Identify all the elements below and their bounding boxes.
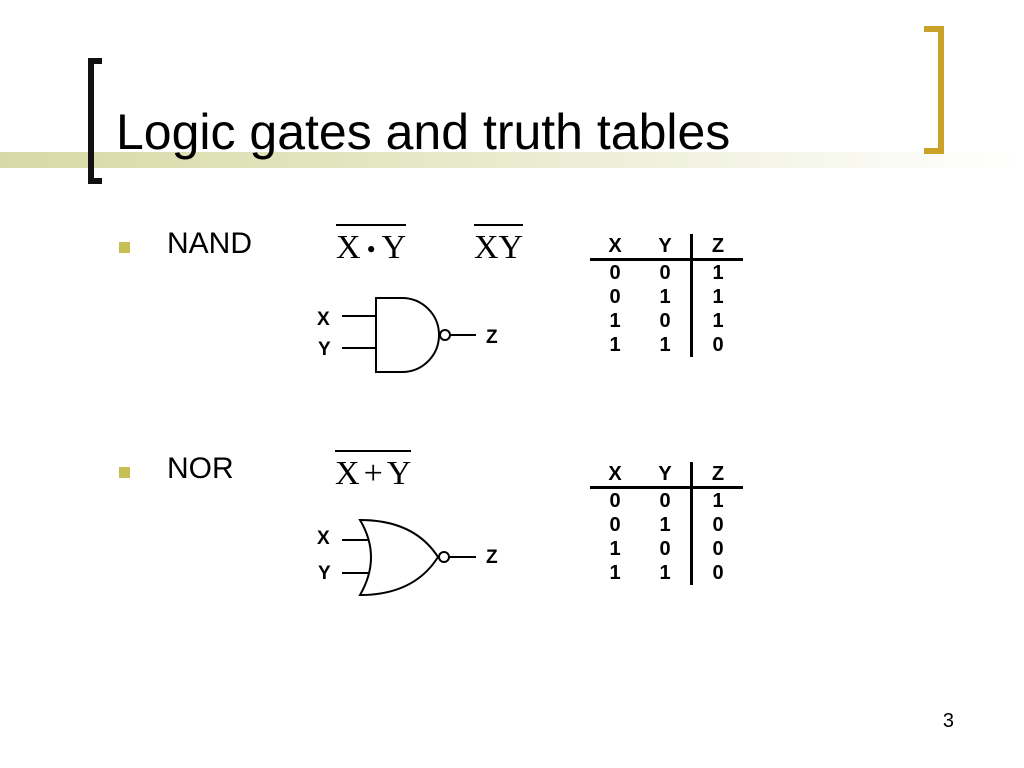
title-decoration-band bbox=[0, 152, 1024, 168]
table-row: 1 1 0 bbox=[590, 561, 743, 585]
table-cell: 0 bbox=[690, 333, 743, 357]
nand-truth-table-header: X Y Z bbox=[590, 234, 743, 261]
left-bracket-decoration bbox=[88, 58, 102, 184]
table-row: 0 0 1 bbox=[590, 259, 743, 285]
nand-inversion-bubble bbox=[439, 329, 451, 341]
nor-header-y: Y bbox=[640, 462, 692, 489]
nor-output-z-label: Z bbox=[486, 547, 498, 568]
nor-truth-table: X Y Z 0 0 1 0 1 0 1 0 0 1 1 bbox=[590, 462, 743, 585]
table-cell: 0 bbox=[659, 309, 671, 332]
table-cell: 1 bbox=[609, 561, 621, 584]
nor-expression: X+Y bbox=[335, 450, 412, 494]
nand-gate-body bbox=[375, 297, 440, 373]
table-cell: 0 bbox=[609, 489, 621, 512]
bullet-marker-nor bbox=[119, 467, 130, 478]
nand-output-z-label: Z bbox=[486, 327, 498, 348]
table-cell: 1 bbox=[690, 259, 743, 285]
table-cell: 0 bbox=[659, 489, 671, 512]
nand-gate-symbol bbox=[342, 297, 476, 373]
nor-input-x-label: X bbox=[317, 528, 330, 549]
table-cell: 1 bbox=[659, 333, 671, 356]
table-row: 0 1 1 bbox=[590, 285, 743, 309]
nand-input-x-label: X bbox=[317, 309, 330, 330]
nand-truth-table: X Y Z 0 0 1 0 1 1 1 0 1 1 1 bbox=[590, 234, 743, 357]
table-cell: 1 bbox=[659, 561, 671, 584]
nor-label: NOR bbox=[167, 452, 234, 485]
table-cell: 1 bbox=[690, 285, 743, 309]
nor-input-y-label: Y bbox=[318, 563, 331, 584]
nand-input-y-label: Y bbox=[318, 339, 331, 360]
table-row: 0 0 1 bbox=[590, 487, 743, 513]
nor-header-z: Z bbox=[690, 462, 743, 489]
table-cell: 1 bbox=[609, 309, 621, 332]
table-cell: 0 bbox=[690, 513, 743, 537]
table-cell: 0 bbox=[609, 285, 621, 308]
nand-expression-xy-overbar: XY bbox=[474, 224, 524, 268]
table-row: 1 1 0 bbox=[590, 333, 743, 357]
nor-gate-body bbox=[358, 518, 440, 597]
table-cell: 1 bbox=[690, 487, 743, 513]
table-cell: 0 bbox=[690, 537, 743, 561]
table-cell: 0 bbox=[659, 261, 671, 284]
table-cell: 1 bbox=[690, 309, 743, 333]
table-cell: 1 bbox=[609, 333, 621, 356]
nor-inversion-bubble bbox=[438, 551, 450, 563]
nor-header-x: X bbox=[590, 462, 640, 489]
nand-header-x: X bbox=[590, 234, 640, 261]
table-cell: 0 bbox=[659, 537, 671, 560]
table-cell: 0 bbox=[609, 261, 621, 284]
nand-expression-overbar: X•Y bbox=[336, 224, 407, 270]
nor-gate-symbol bbox=[342, 518, 476, 597]
table-row: 1 0 1 bbox=[590, 309, 743, 333]
page-number: 3 bbox=[942, 710, 954, 732]
nand-label: NAND bbox=[167, 227, 253, 260]
table-cell: 0 bbox=[609, 513, 621, 536]
nand-expression-dot: X•Y bbox=[336, 224, 407, 270]
right-bracket-decoration bbox=[924, 26, 944, 154]
nor-truth-table-header: X Y Z bbox=[590, 462, 743, 489]
nand-expression-xy: XY bbox=[474, 224, 524, 268]
table-cell: 0 bbox=[690, 561, 743, 585]
nor-expression-overbar: X+Y bbox=[335, 450, 412, 494]
slide-title: Logic gates and truth tables bbox=[116, 104, 731, 160]
table-row: 1 0 0 bbox=[590, 537, 743, 561]
nand-header-y: Y bbox=[640, 234, 692, 261]
table-cell: 1 bbox=[659, 513, 671, 536]
table-cell: 1 bbox=[609, 537, 621, 560]
bullet-marker-nand bbox=[119, 242, 130, 253]
table-row: 0 1 0 bbox=[590, 513, 743, 537]
table-cell: 1 bbox=[659, 285, 671, 308]
nand-header-z: Z bbox=[690, 234, 743, 261]
